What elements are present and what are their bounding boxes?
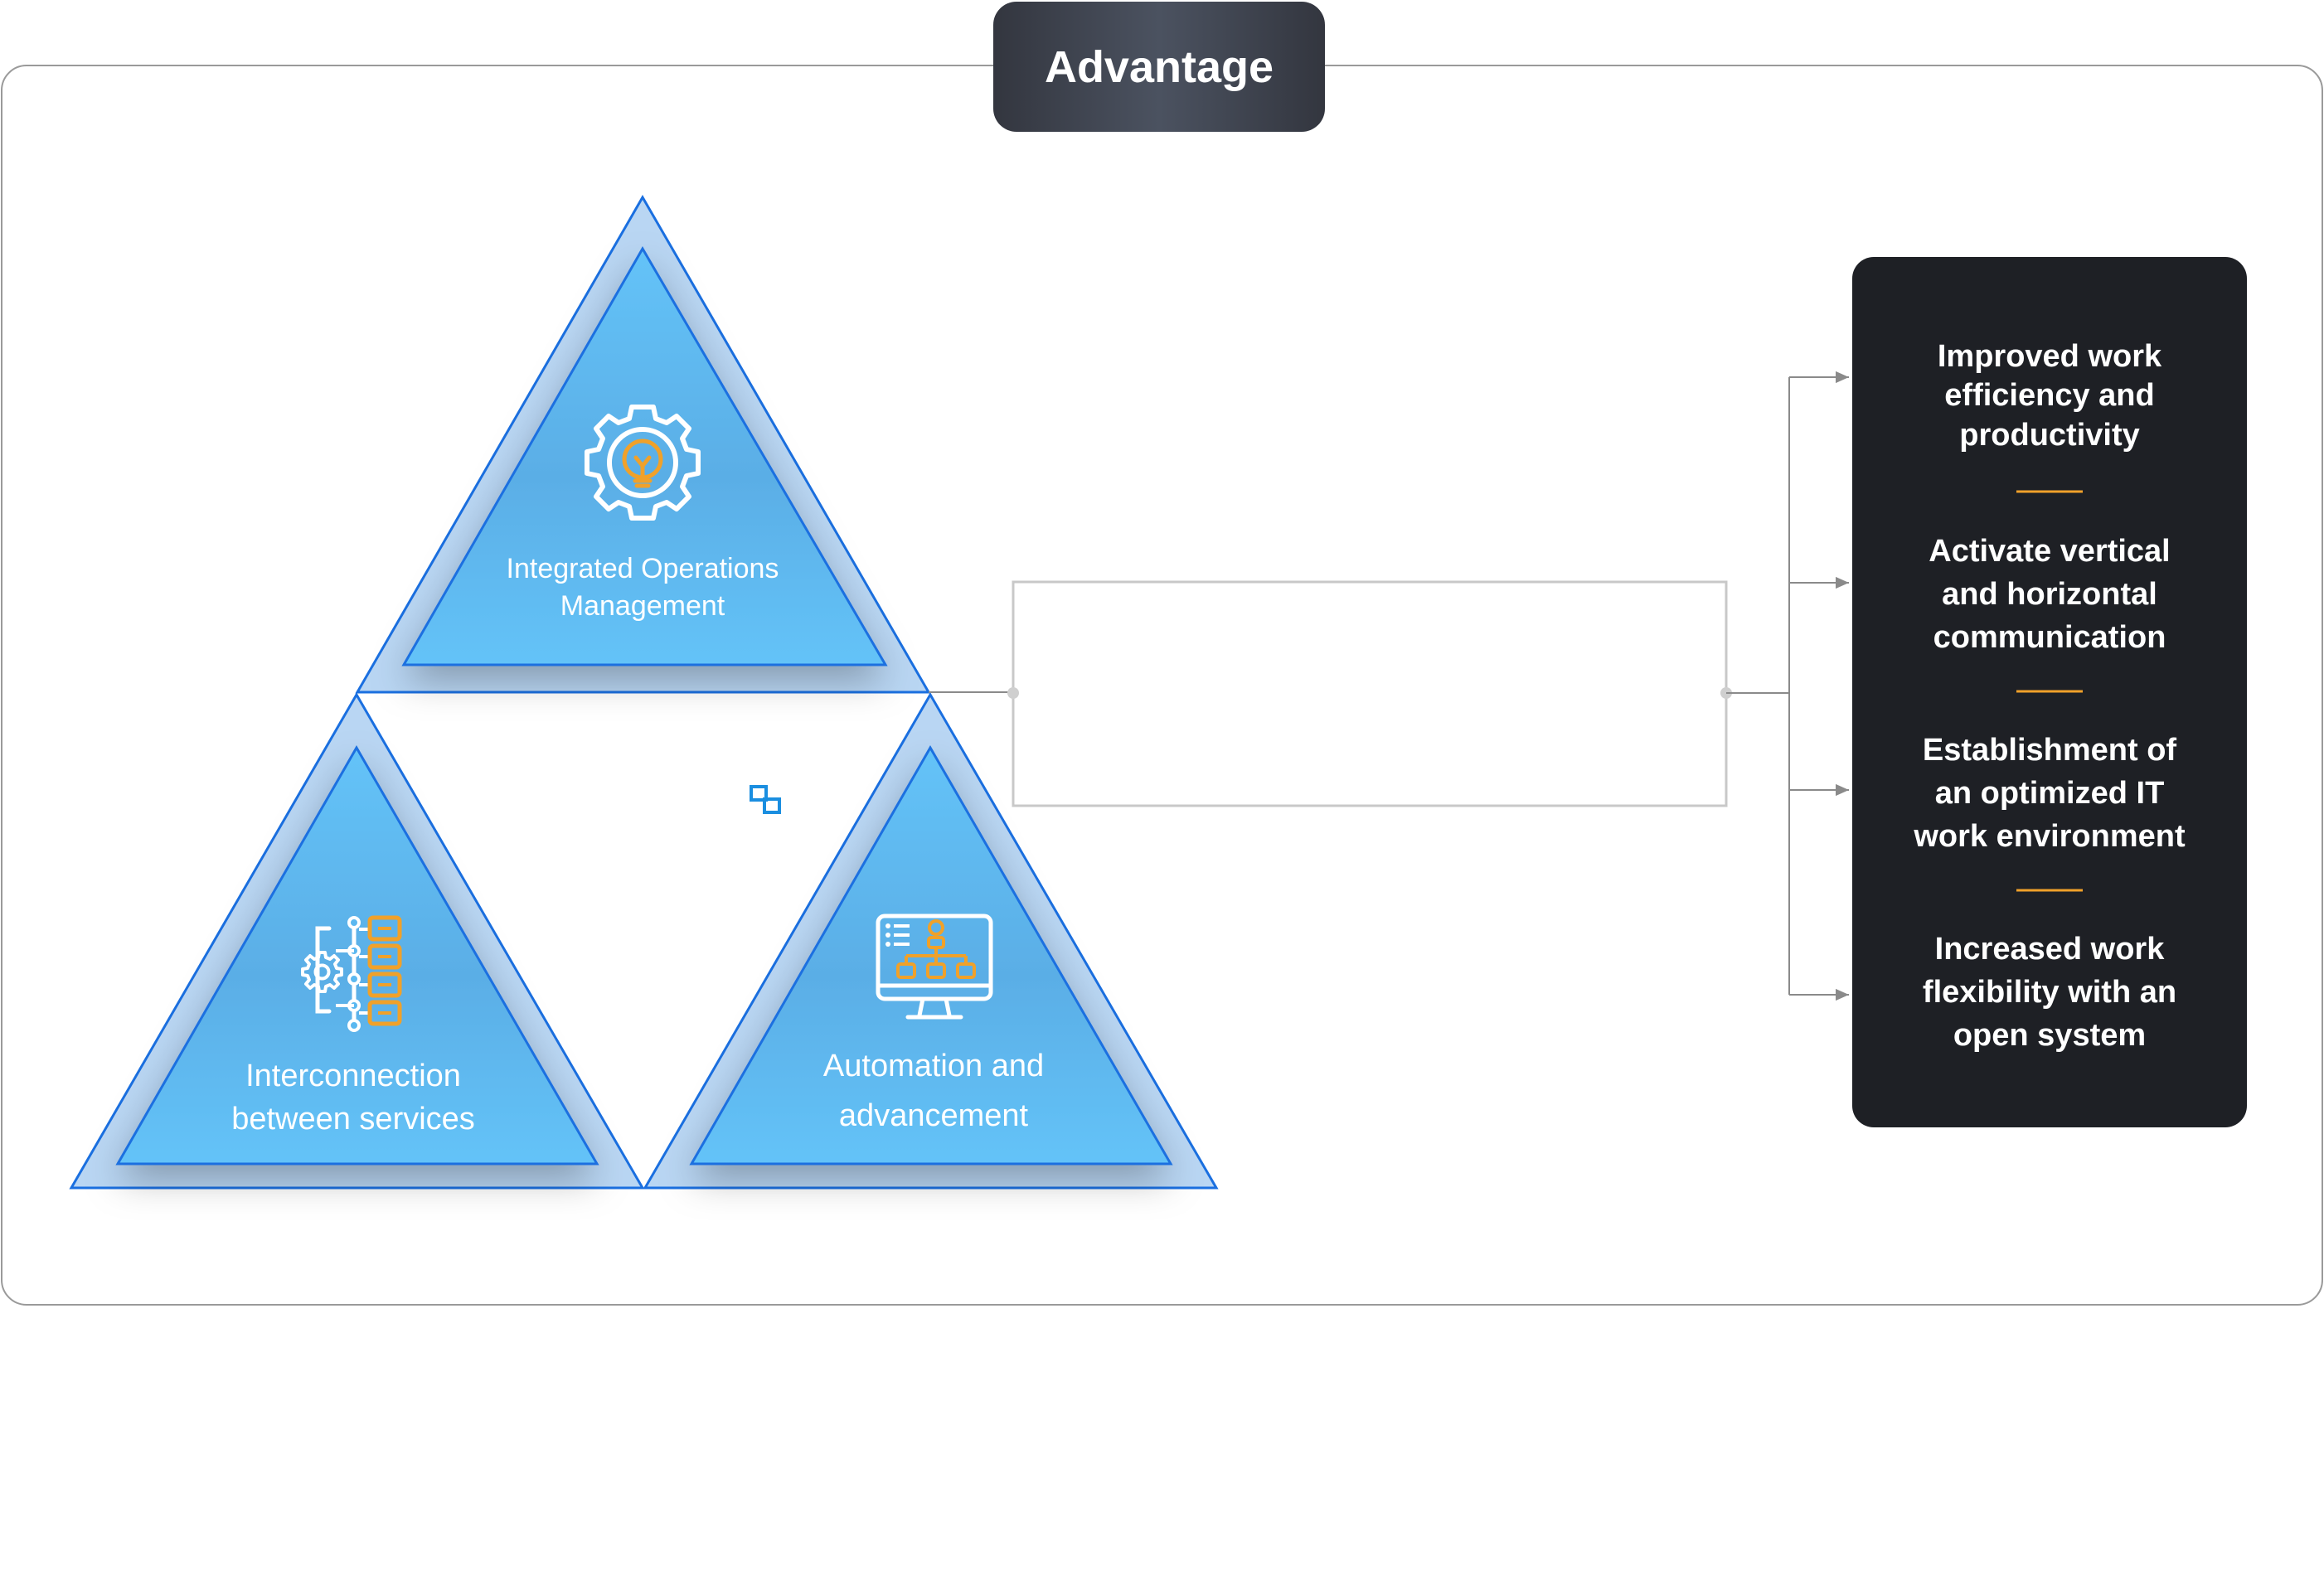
triangle-right-label-1: Automation and <box>823 1049 1044 1083</box>
advantage-1-line-1: Improved work <box>1938 339 2162 374</box>
monitor-hierarchy-icon <box>876 914 993 1020</box>
advantage-4-line-3: open system <box>1953 1018 2146 1053</box>
diagram-title: Advantage <box>1045 42 1274 92</box>
triangle-top <box>355 194 931 694</box>
triangle-right-label-2: advancement <box>839 1098 1029 1133</box>
gear-lightbulb-icon <box>585 405 701 521</box>
advantage-1-line-3: productivity <box>1959 418 2139 453</box>
advantage-3-line-1: Establishment of <box>1923 733 2176 768</box>
triangle-top-label-2: Management <box>560 590 725 622</box>
advantage-1-line-2: efficiency and <box>1944 378 2154 413</box>
advantage-4-line-2: flexibility with an <box>1923 975 2176 1010</box>
connector-lines <box>929 371 1849 1001</box>
advantage-4-line-1: Increased work <box>1935 932 2166 967</box>
advantages-panel: Improved work efficiency and productivit… <box>1852 257 2247 1127</box>
link-icon <box>750 785 781 814</box>
gear-service-list-icon <box>301 915 402 1032</box>
advantage-2-line-3: communication <box>1933 620 2166 655</box>
triangle-left-label-2: between services <box>231 1102 475 1136</box>
triangle-left-label-1: Interconnection <box>245 1059 461 1093</box>
title-badge: Advantage <box>993 2 1325 132</box>
advantage-3-line-3: work environment <box>1913 819 2186 854</box>
advantage-2-line-1: Activate vertical <box>1929 534 2171 569</box>
advantage-3-line-2: an optimized IT <box>1935 776 2165 811</box>
triangle-top-label-1: Integrated Operations <box>507 553 779 584</box>
triangle-group <box>69 194 1219 1190</box>
advantage-2-line-2: and horizontal <box>1942 577 2157 612</box>
